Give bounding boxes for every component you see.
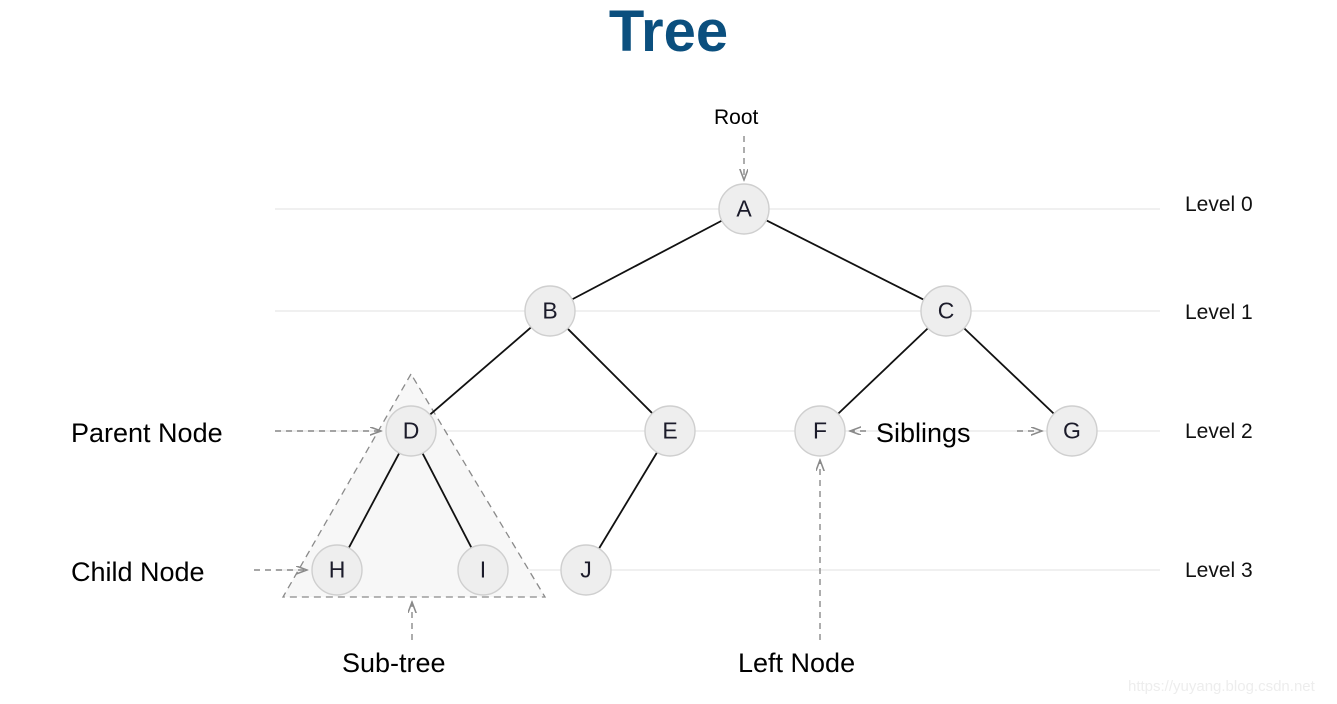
node-circle-E[interactable] [644,405,696,457]
level-label-0: Level 0 [1185,193,1253,216]
level-label-1: Level 1 [1185,301,1253,324]
annotation-child-node-label: Child Node [71,557,205,587]
edge-E-J [598,451,658,550]
node-circle-J[interactable] [560,544,612,596]
tree-edges [347,219,1055,550]
node-circle-A[interactable] [718,183,770,235]
node-circle-G[interactable] [1046,405,1098,457]
node-circle-C[interactable] [920,285,972,337]
node-circle-F[interactable] [794,405,846,457]
annotation-root-label: Root [714,106,759,129]
node-circle-D[interactable] [385,405,437,457]
edge-D-H [347,452,401,549]
edge-B-D [429,326,532,416]
edge-C-F [837,327,929,415]
page-title: Tree [608,0,729,64]
tree-nodes [311,183,1098,596]
watermark: https://yuyang.blog.csdn.net [1128,678,1315,695]
node-circle-I[interactable] [457,544,509,596]
node-circle-H[interactable] [311,544,363,596]
node-circle-B[interactable] [524,285,576,337]
edge-A-B [571,219,723,301]
annotation-siblings-label: Siblings [876,418,971,448]
edge-B-E [567,328,653,414]
edge-D-I [421,452,473,549]
annotation-sub-tree-label: Sub-tree [342,648,446,678]
subtree-triangle-shape [281,372,547,598]
annotation-connectors [254,136,1042,640]
edge-C-G [963,327,1055,415]
subtree-triangle [281,372,547,598]
level-label-2: Level 2 [1185,420,1253,443]
level-label-3: Level 3 [1185,559,1253,582]
annotation-parent-node-label: Parent Node [71,418,223,448]
annotation-left-node-label: Left Node [738,648,856,678]
edge-A-C [765,219,925,301]
